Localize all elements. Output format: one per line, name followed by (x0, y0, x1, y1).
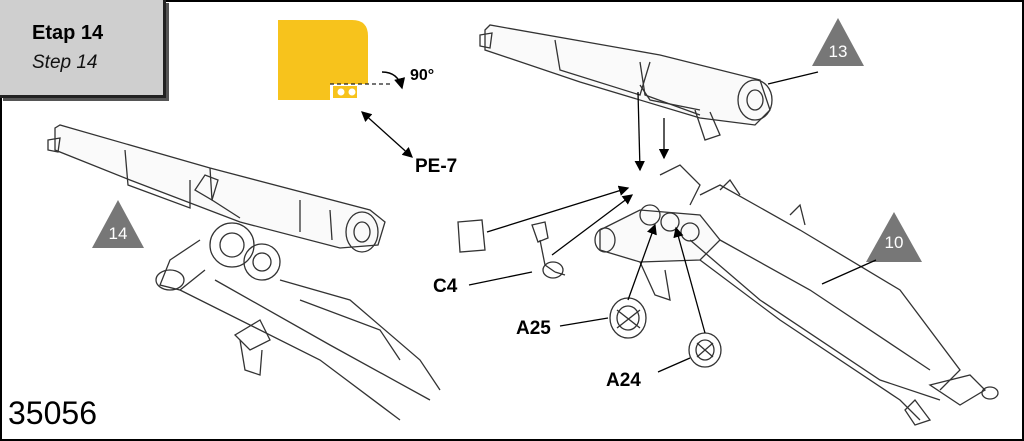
triangle-label-10: 10 (884, 233, 904, 252)
part-c4 (531, 221, 566, 279)
etched-part-detail (278, 20, 406, 100)
part-a24 (688, 332, 722, 368)
rotation-angle-label: 90° (410, 67, 435, 84)
part-label-c4: C4 (433, 276, 458, 297)
kit-number: 35056 (8, 395, 97, 431)
step-header-box: Etap 14 Step 14 (0, 0, 166, 98)
part-label-pe7: PE-7 (415, 156, 458, 177)
carriage-assembly (594, 164, 999, 426)
reference-triangle-14 (92, 200, 144, 248)
part-label-a24: A24 (606, 370, 641, 391)
barrel-assembly (479, 24, 773, 141)
triangle-label-13: 13 (828, 42, 848, 61)
step-title: Etap 14 (32, 22, 104, 44)
part-a25 (609, 297, 647, 339)
part-pe7 (457, 219, 486, 253)
step-subtitle: Step 14 (32, 52, 98, 73)
triangle-label-14: 14 (108, 224, 128, 243)
reference-triangle-13 (812, 18, 864, 66)
part-label-a25: A25 (516, 318, 551, 339)
assembled-gun-view (47, 124, 441, 421)
reference-triangle-10 (866, 212, 922, 262)
leader-lines (361, 71, 877, 373)
